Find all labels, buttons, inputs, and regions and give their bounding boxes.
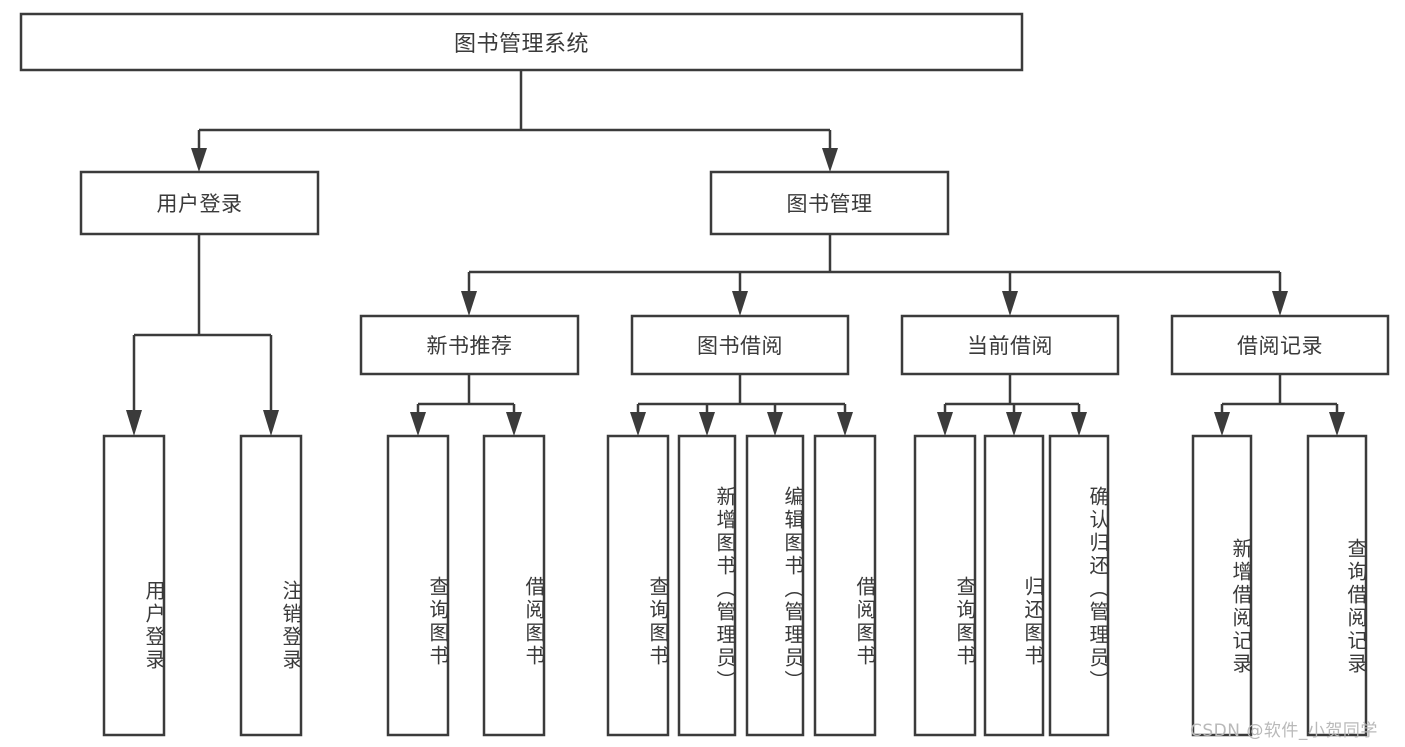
node-box-leaf-query-book-borrow[interactable] [606, 434, 670, 737]
connector-root-to-level2 [191, 70, 838, 172]
arrow-head-icon [191, 148, 207, 172]
node-box-leaf-edit-book[interactable] [745, 434, 805, 737]
node-box-user-login[interactable] [79, 170, 320, 236]
connector-book-borrow-to-leaves [630, 374, 853, 436]
arrow-head-icon [1214, 412, 1230, 436]
arrow-head-icon [506, 412, 522, 436]
arrow-head-icon [126, 410, 142, 436]
node-box-leaf-return-book[interactable] [983, 434, 1045, 737]
arrow-head-icon [767, 412, 783, 436]
node-box-leaf-user-login[interactable] [102, 434, 166, 737]
arrow-head-icon [461, 291, 477, 316]
arrow-head-icon [410, 412, 426, 436]
arrow-head-icon [937, 412, 953, 436]
arrow-head-icon [630, 412, 646, 436]
arrow-head-icon [1002, 291, 1018, 316]
watermark-text: CSDN @软件_小贺同学 [1190, 721, 1378, 741]
arrow-head-icon [1006, 412, 1022, 436]
node-box-book-borrow[interactable] [630, 314, 850, 376]
node-box-current-borrow[interactable] [900, 314, 1120, 376]
arrow-head-icon [732, 291, 748, 316]
arrow-head-icon [699, 412, 715, 436]
arrow-head-icon [837, 412, 853, 436]
node-box-root[interactable] [19, 12, 1024, 72]
connector-book-management-to-level3 [461, 234, 1288, 316]
node-box-borrow-record[interactable] [1170, 314, 1390, 376]
node-box-leaf-borrow-book-recommend[interactable] [482, 434, 546, 737]
node-box-leaf-user-logout[interactable] [239, 434, 303, 737]
node-box-leaf-query-borrow-record[interactable] [1306, 434, 1368, 737]
node-box-leaf-confirm-return[interactable] [1048, 434, 1110, 737]
node-box-leaf-query-book-current[interactable] [913, 434, 977, 737]
node-box-leaf-add-book[interactable] [677, 434, 737, 737]
arrow-head-icon [263, 410, 279, 436]
connector-current-borrow-to-leaves [937, 374, 1087, 436]
connector-borrow-record-to-leaves [1214, 374, 1345, 436]
connector-user-login-to-leaves [126, 234, 279, 436]
node-box-book-management[interactable] [709, 170, 950, 236]
node-box-leaf-query-book-recommend[interactable] [386, 434, 450, 737]
node-box-leaf-add-borrow-record[interactable] [1191, 434, 1253, 737]
arrow-head-icon [822, 148, 838, 172]
arrow-head-icon [1272, 291, 1288, 316]
arrow-head-icon [1071, 412, 1087, 436]
arrow-head-icon [1329, 412, 1345, 436]
node-box-leaf-borrow-book[interactable] [813, 434, 877, 737]
connector-new-book-recommend-to-leaves [410, 374, 522, 436]
node-box-new-book-recommend[interactable] [359, 314, 580, 376]
